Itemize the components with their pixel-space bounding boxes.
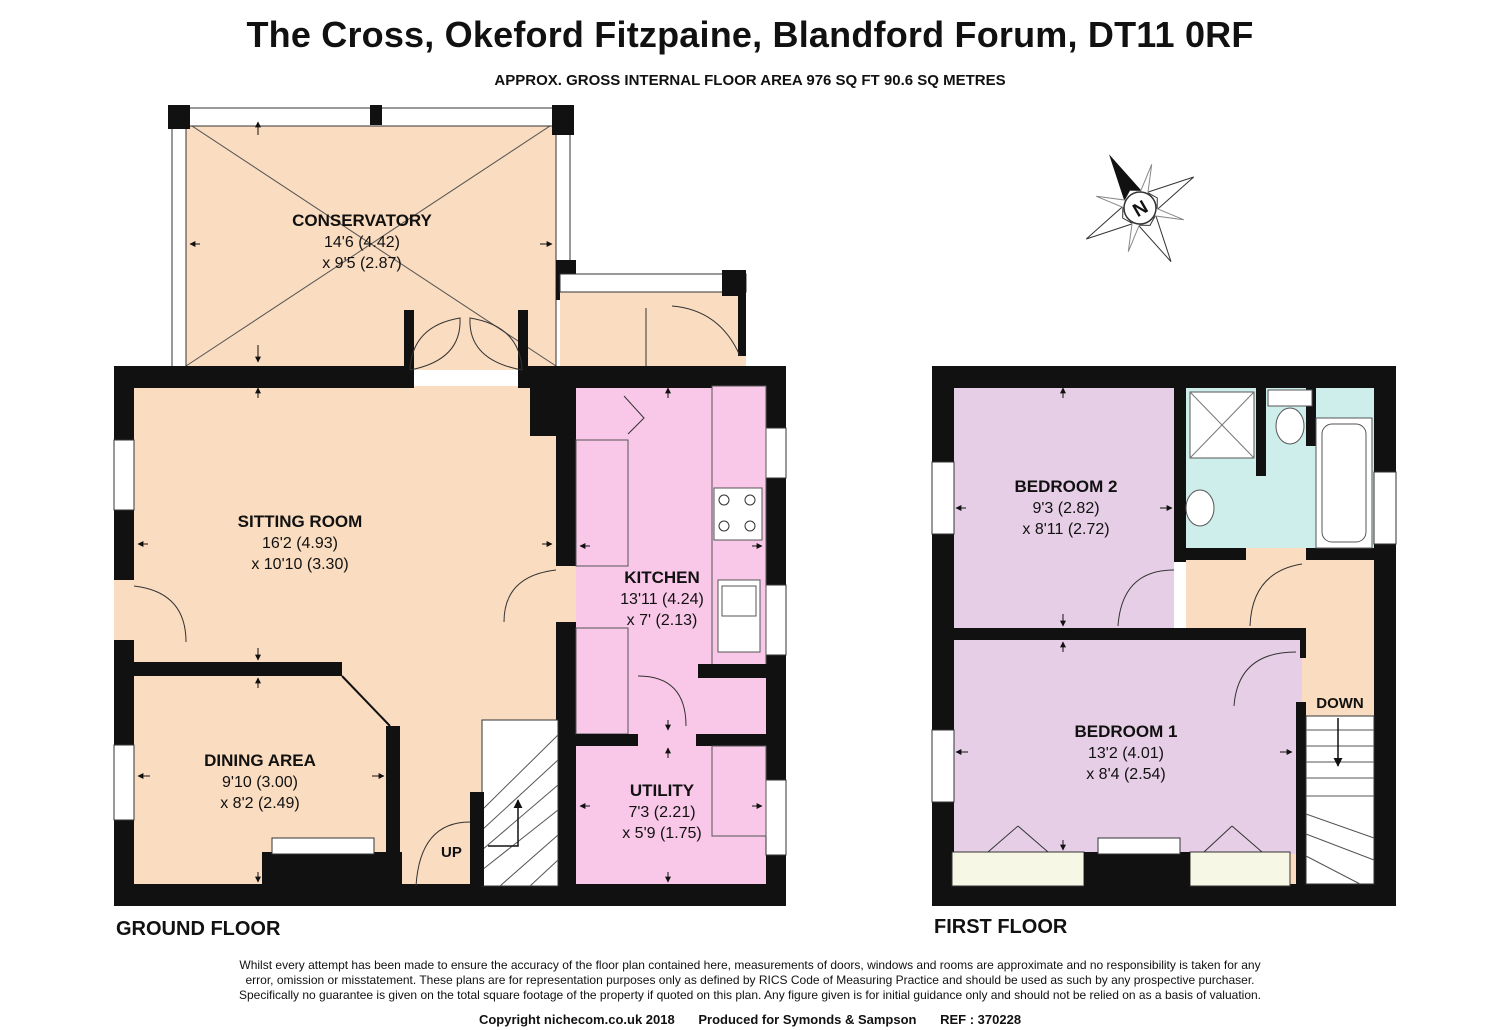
dining-area-name: DINING AREA bbox=[204, 751, 316, 770]
bedroom-1-dim2: x 8'4 (2.54) bbox=[1086, 766, 1166, 783]
conservatory-dim2: x 9'5 (2.87) bbox=[322, 255, 402, 272]
disclaimer-line: Whilst every attempt has been made to en… bbox=[239, 958, 1261, 972]
utility-name: UTILITY bbox=[630, 781, 695, 800]
bedroom-2-floor bbox=[952, 386, 1174, 630]
kitchen-dim1: 13'11 (4.24) bbox=[620, 591, 704, 608]
utility-dim1: 7'3 (2.21) bbox=[628, 804, 695, 821]
copyright-text: Copyright nichecom.co.uk 2018 bbox=[478, 1012, 675, 1027]
disclaimer-text: Whilst every attempt has been made to en… bbox=[150, 958, 1350, 1003]
utility-dim2: x 5'9 (1.75) bbox=[622, 825, 702, 842]
conservatory-dim1: 14'6 (4.42) bbox=[324, 234, 400, 251]
conservatory-floor bbox=[172, 108, 570, 370]
produced-for-text: Produced for Symonds & Sampson bbox=[698, 1012, 917, 1027]
bedroom-1-dim1: 13'2 (4.01) bbox=[1088, 745, 1164, 762]
kitchen-name: KITCHEN bbox=[624, 568, 700, 587]
ground-floor-label: GROUND FLOOR bbox=[116, 918, 281, 940]
footer: Copyright nichecom.co.uk 2018 Produced f… bbox=[0, 1012, 1500, 1027]
bedroom-2-dim1: 9'3 (2.82) bbox=[1032, 500, 1099, 517]
ground-floor-plan: CONSERVATORY 14'6 (4.42) x 9'5 (2.87) SI… bbox=[113, 105, 787, 906]
reference-text: REF : 370228 bbox=[940, 1012, 1022, 1027]
disclaimer-line: Specifically no guarantee is given on th… bbox=[239, 988, 1261, 1002]
floor-area-subtitle: APPROX. GROSS INTERNAL FLOOR AREA 976 SQ… bbox=[494, 72, 1006, 89]
first-floor-plan: BEDROOM 2 9'3 (2.82) x 8'11 (2.72) BEDRO… bbox=[931, 366, 1397, 906]
bedroom-1-floor bbox=[952, 640, 1302, 854]
dining-area-dim1: 9'10 (3.00) bbox=[222, 774, 298, 791]
bedroom-2-name: BEDROOM 2 bbox=[1015, 477, 1118, 496]
sitting-room-name: SITTING ROOM bbox=[238, 512, 363, 531]
stairs-down-label: DOWN bbox=[1316, 695, 1364, 712]
conservatory-name: CONSERVATORY bbox=[292, 211, 432, 230]
compass-rose-icon: N bbox=[1085, 154, 1195, 263]
bedroom-1-name: BEDROOM 1 bbox=[1075, 722, 1178, 741]
bedroom-2-dim2: x 8'11 (2.72) bbox=[1022, 521, 1109, 538]
sitting-room-dim1: 16'2 (4.93) bbox=[262, 535, 338, 552]
sitting-room-dim2: x 10'10 (3.30) bbox=[251, 556, 348, 573]
stairs-up-label: UP bbox=[441, 844, 462, 861]
plan-title: The Cross, Okeford Fitzpaine, Blandford … bbox=[246, 14, 1254, 55]
kitchen-dim2: x 7' (2.13) bbox=[627, 612, 698, 629]
disclaimer-line: error, omission or misstatement. These p… bbox=[245, 973, 1255, 987]
dining-area-dim2: x 8'2 (2.49) bbox=[220, 795, 300, 812]
first-floor-label: FIRST FLOOR bbox=[934, 916, 1068, 938]
